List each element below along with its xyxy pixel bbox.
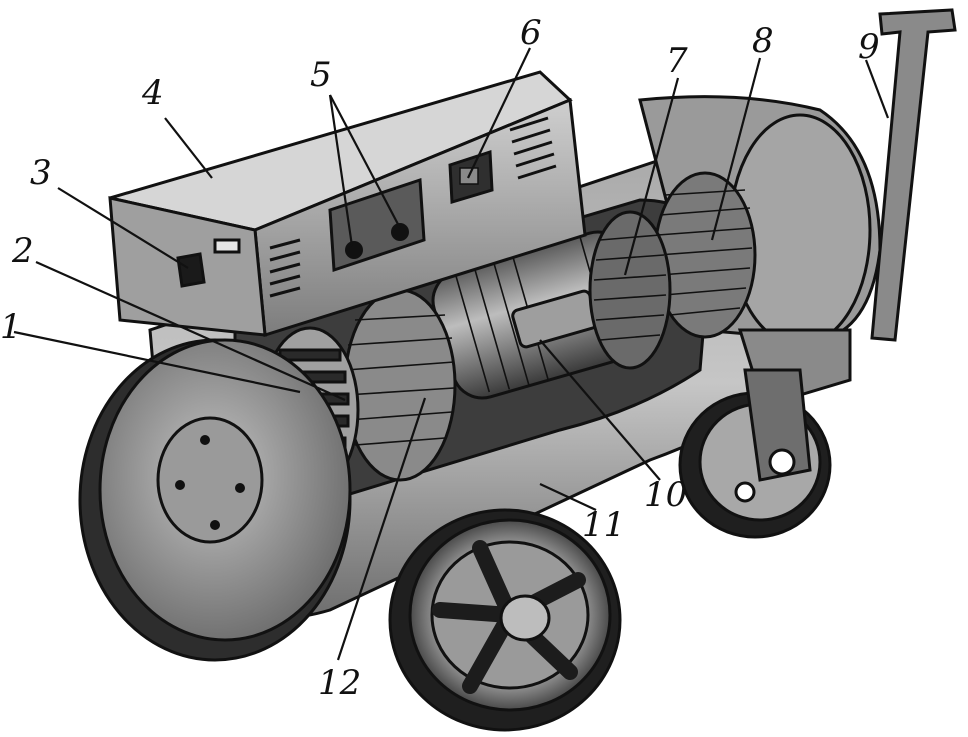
leader-lines [13,47,890,661]
leader-9 [864,59,890,119]
callout-5: 5 [310,55,332,95]
leader-5a [328,94,354,247]
tow-handle [870,8,957,342]
leader-11 [539,483,597,511]
callout-8: 8 [752,21,774,61]
caster-wheel [678,328,852,539]
leader-2 [35,260,346,402]
callout-labels: 1 2 3 4 5 6 7 8 9 10 11 12 [0,13,880,703]
callout-2: 2 [11,231,34,271]
control-box [108,70,587,337]
leader-5b [329,94,401,229]
callout-4: 4 [141,73,164,113]
front-end-disc [78,338,352,662]
callout-9: 9 [858,27,880,67]
callout-3: 3 [30,153,52,193]
leader-3 [57,187,189,269]
callout-10: 10 [644,475,687,515]
leader-4 [164,117,213,179]
callout-7: 7 [666,41,688,81]
callout-12: 12 [318,663,361,703]
fan-rotor [588,171,757,370]
leader-7 [623,77,680,276]
leader-8 [710,57,762,241]
terminal-left [345,241,363,259]
leader-10 [539,339,661,481]
leader-12 [336,397,427,661]
callout-6: 6 [520,13,542,53]
leader-1 [13,330,301,394]
leader-6 [467,47,531,179]
callout-1: 1 [0,307,22,347]
callout-11: 11 [582,505,625,545]
terminal-right [391,223,409,241]
spoked-wheel [388,508,622,732]
